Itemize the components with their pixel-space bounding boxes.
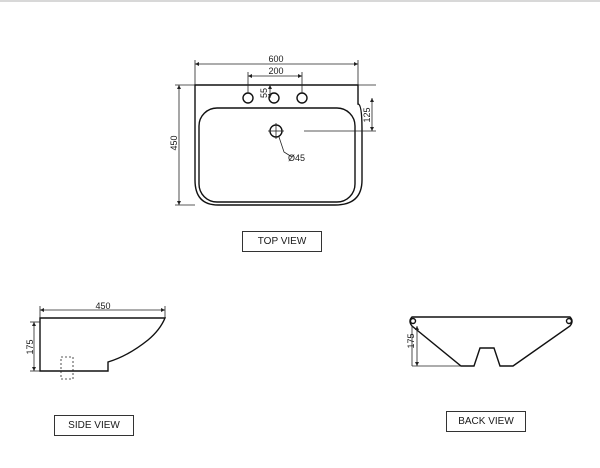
side-view: 450 175 — [25, 301, 167, 380]
depth-dimension: 450 — [169, 135, 179, 150]
back-view: 175 — [406, 316, 573, 367]
tap-offset-dimension: 55 — [259, 88, 269, 98]
back-height-dimension: 175 — [406, 333, 416, 348]
back-left-fixing — [409, 317, 417, 325]
side-waste-hidden — [60, 356, 74, 380]
basin-outline — [194, 84, 363, 206]
tap-hole-right — [296, 92, 308, 104]
back-profile — [409, 316, 573, 367]
side-profile — [39, 317, 167, 372]
width-dimension: 600 — [268, 54, 283, 64]
side-view-caption: SIDE VIEW — [54, 415, 134, 436]
bowl-outline — [198, 107, 356, 203]
waste-dimension: Ø45 — [288, 153, 305, 163]
tap-hole-center — [268, 92, 280, 104]
tap-spacing-dimension: 200 — [268, 66, 283, 76]
side-depth-dimension: 450 — [95, 301, 110, 311]
top-view-caption: TOP VIEW — [242, 231, 322, 252]
right-dimension: 125 — [362, 107, 372, 122]
waste-leader — [278, 136, 293, 158]
back-right-fixing — [565, 317, 573, 325]
back-view-caption: BACK VIEW — [446, 411, 526, 432]
side-height-dimension: 175 — [25, 339, 35, 354]
tap-hole-left — [242, 92, 254, 104]
top-view: Ø45 600 200 55 450 125 — [169, 54, 376, 206]
